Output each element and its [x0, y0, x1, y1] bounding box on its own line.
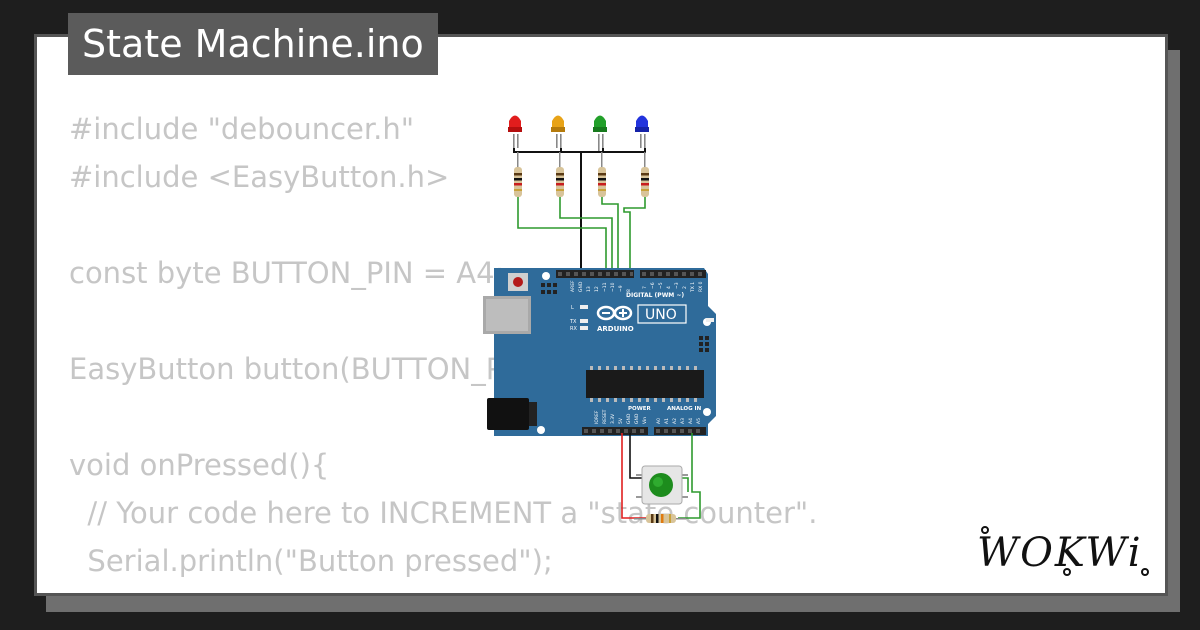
led-yellow[interactable] — [551, 115, 565, 153]
svg-text:A1: A1 — [664, 418, 670, 424]
code-preview: #include "debouncer.h" #include <EasyButt… — [69, 105, 818, 593]
svg-text:8: 8 — [626, 289, 632, 292]
analog-label: ANALOG IN — [667, 406, 702, 412]
svg-text:WOKWi: WOKWi — [977, 530, 1143, 576]
ground-wires — [513, 148, 646, 272]
project-title: State Machine.ino — [68, 13, 438, 75]
pushbutton[interactable] — [636, 465, 688, 505]
led-icon — [594, 115, 606, 128]
svg-text:4: 4 — [666, 286, 672, 289]
power-label: POWER — [628, 406, 652, 412]
code-line: #include <EasyButton.h> — [69, 160, 450, 194]
svg-text:7: 7 — [642, 286, 648, 289]
wokwi-logo: WOKWi — [977, 526, 1149, 576]
led-blue[interactable] — [635, 115, 649, 153]
svg-text:~9: ~9 — [618, 285, 624, 292]
svg-text:~5: ~5 — [658, 282, 664, 289]
atmega-chip-icon — [586, 370, 704, 398]
svg-text:GND: GND — [578, 281, 584, 292]
led-icon — [509, 115, 521, 128]
led-red[interactable] — [508, 115, 522, 153]
code-line: #include "debouncer.h" — [69, 112, 415, 146]
svg-text:RX 0: RX 0 — [698, 281, 704, 292]
power-jack-icon — [487, 398, 529, 430]
svg-text:GND: GND — [634, 413, 640, 424]
digital-header-left[interactable] — [556, 270, 634, 278]
power-header[interactable] — [582, 427, 648, 435]
svg-text:13: 13 — [586, 286, 592, 292]
code-line: Serial.println("Button pressed"); — [69, 544, 553, 578]
svg-text:A0: A0 — [656, 418, 662, 424]
code-line: void onPressed(){ — [69, 448, 330, 482]
tx-label: TX — [569, 319, 577, 325]
svg-text:A5: A5 — [696, 418, 702, 424]
led-resistors — [514, 152, 649, 197]
svg-text:A4: A4 — [688, 418, 694, 424]
code-line: } — [69, 585, 817, 593]
arduino-logo-icon — [596, 305, 633, 321]
digital-label: DIGITAL (PWM ~) — [626, 292, 684, 299]
svg-text:~6: ~6 — [650, 282, 656, 289]
svg-text:A2: A2 — [672, 418, 678, 424]
resistor-icon — [556, 152, 564, 197]
svg-text:3.3V: 3.3V — [610, 413, 616, 424]
code-line: const byte BUTTON_PIN = A4; — [69, 256, 505, 290]
l-led-label: L — [571, 305, 574, 311]
svg-text:Vin: Vin — [642, 417, 648, 424]
uno-label: UNO — [645, 307, 677, 323]
code-line: // Your code here to INCREMENT a "state … — [69, 496, 818, 530]
bottom-pin-labels: IOREF RESET 3.3V 5V GND GND Vin A0 A1 A2… — [594, 409, 702, 424]
led-green[interactable] — [593, 115, 607, 153]
svg-text:12: 12 — [594, 286, 600, 292]
svg-text:2: 2 — [682, 286, 688, 289]
svg-text:~3: ~3 — [674, 282, 680, 289]
digital-header-right[interactable] — [640, 270, 706, 278]
resistor-icon — [641, 152, 649, 197]
rx-label: RX — [570, 326, 577, 332]
resistor-icon — [634, 514, 686, 523]
svg-text:~10: ~10 — [610, 282, 616, 292]
led-icon — [552, 115, 564, 128]
svg-text:TX 1: TX 1 — [690, 282, 696, 293]
svg-text:~11: ~11 — [602, 282, 608, 292]
svg-text:GND: GND — [626, 413, 632, 424]
led-icon — [636, 115, 648, 128]
resistor-icon — [514, 152, 522, 197]
signal-wires — [517, 197, 646, 272]
svg-text:5V: 5V — [618, 417, 624, 424]
svg-text:AREF: AREF — [570, 280, 576, 292]
on-led-label: ON — [718, 318, 726, 324]
svg-text:IOREF: IOREF — [594, 410, 600, 424]
resistor-icon — [598, 152, 606, 197]
svg-text:RESET: RESET — [602, 409, 608, 424]
arduino-uno-board[interactable]: AREF GND 13 12 ~11 ~10 ~9 8 7 ~6 ~5 4 ~3… — [483, 268, 726, 436]
arduino-wordmark: ARDUINO — [597, 325, 634, 333]
top-pin-labels: AREF GND 13 12 ~11 ~10 ~9 8 7 ~6 ~5 4 ~3… — [570, 280, 704, 293]
svg-text:A3: A3 — [680, 418, 686, 424]
circuit-diagram[interactable]: AREF GND 13 12 ~11 ~10 ~9 8 7 ~6 ~5 4 ~3… — [460, 100, 730, 540]
